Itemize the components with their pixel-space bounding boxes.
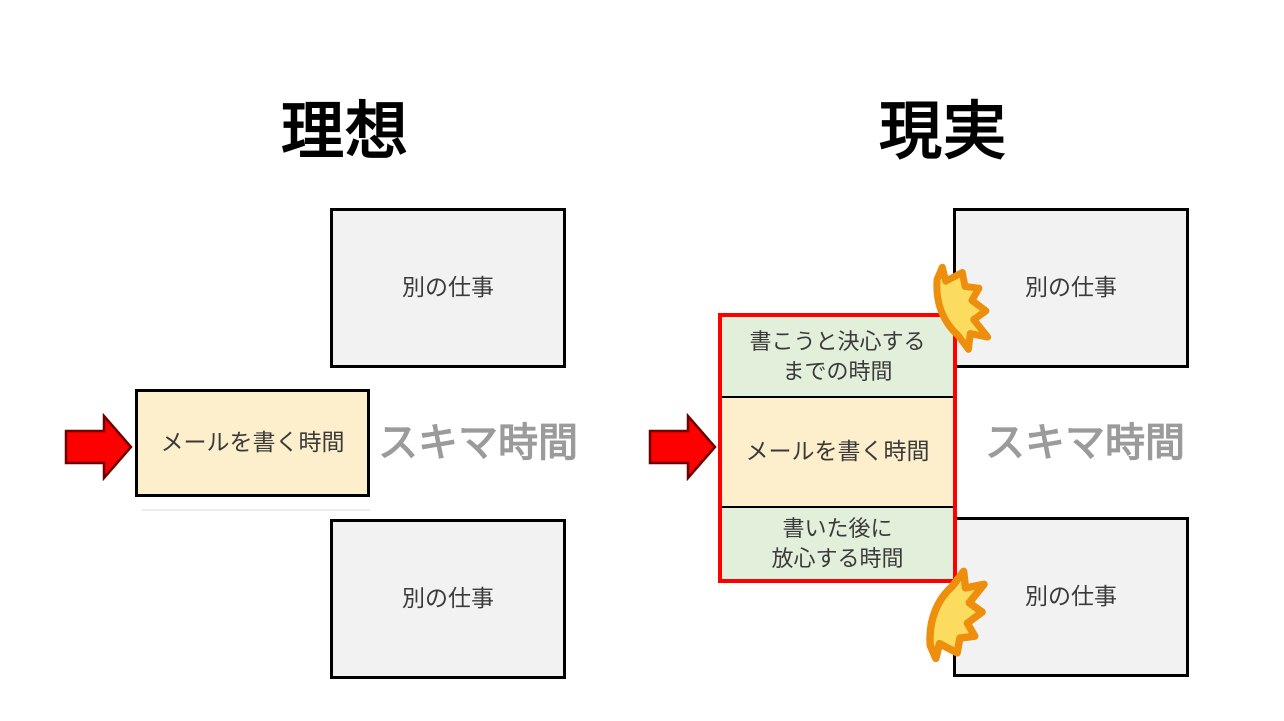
left-bottom-other-work-box: 別の仕事: [330, 519, 566, 679]
collision-burst-top-icon: [912, 262, 1004, 358]
stack-decide-time-segment: 書こうと決心する までの時間: [722, 317, 953, 398]
left-gap-time-label: スキマ時間: [378, 421, 578, 465]
collision-burst-bottom-icon: [905, 562, 1000, 664]
left-email-box-shadow: [142, 509, 370, 511]
right-top-other-work-box: 別の仕事: [953, 208, 1189, 368]
left-top-other-work-label: 別の仕事: [402, 274, 494, 301]
right-gap-time-label: スキマ時間: [985, 421, 1185, 465]
stack-email-time-segment: メールを書く時間: [722, 398, 953, 508]
right-arrow-icon: [648, 413, 718, 481]
left-panel-title: 理想: [281, 97, 409, 167]
stack-daze-time-label: 書いた後に 放心する時間: [771, 515, 904, 571]
stack-decide-time-label: 書こうと決心する までの時間: [749, 328, 926, 384]
left-top-other-work-box: 別の仕事: [330, 208, 566, 368]
left-email-time-label: メールを書く時間: [160, 429, 345, 456]
left-email-time-box: メールを書く時間: [135, 389, 370, 497]
left-arrow-icon: [64, 413, 134, 481]
right-bottom-other-work-label: 別の仕事: [1025, 583, 1117, 610]
right-panel-title: 現実: [879, 97, 1007, 167]
reality-time-stack: 書こうと決心する までの時間 メールを書く時間 書いた後に 放心する時間: [718, 313, 957, 583]
left-bottom-other-work-label: 別の仕事: [402, 585, 494, 612]
right-top-other-work-label: 別の仕事: [1025, 274, 1117, 301]
right-bottom-other-work-box: 別の仕事: [953, 517, 1189, 677]
stack-daze-time-segment: 書いた後に 放心する時間: [722, 508, 953, 579]
stack-email-time-label: メールを書く時間: [745, 438, 930, 465]
